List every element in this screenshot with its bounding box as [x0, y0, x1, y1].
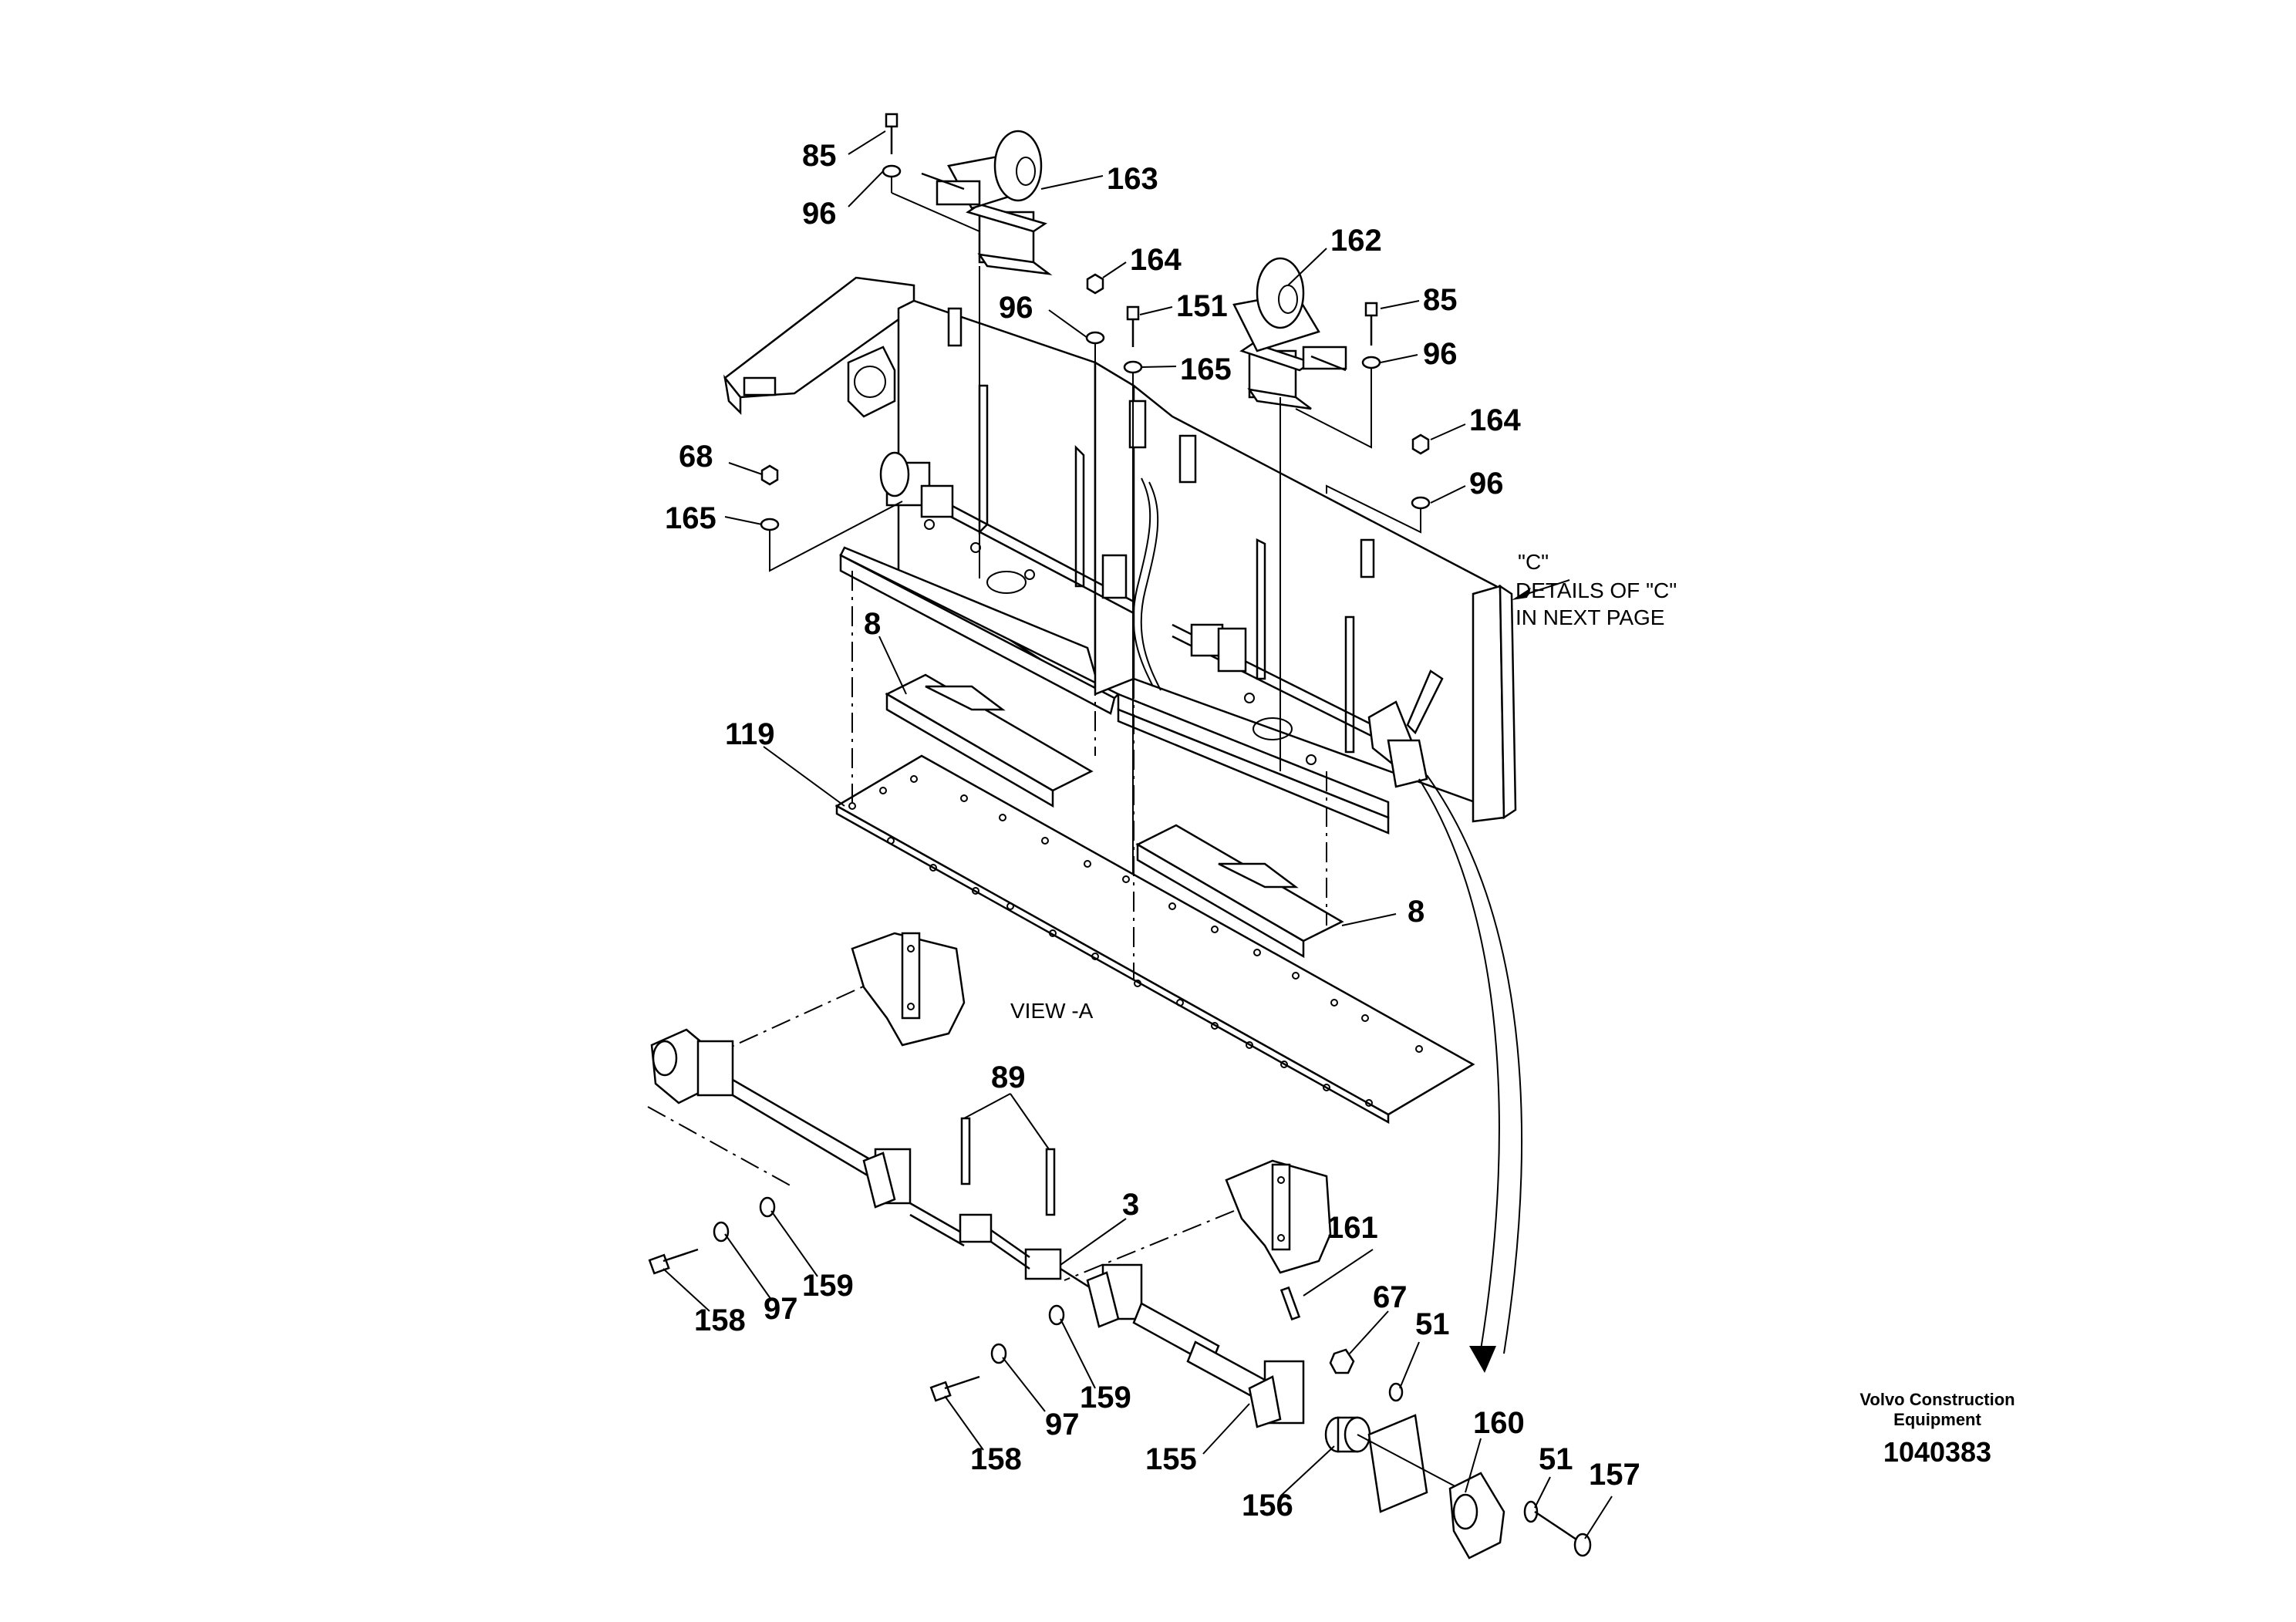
view-a-detail-bottom: [1225, 1159, 1332, 1274]
title-block: Volvo Construction Equipment 1040383: [1859, 1390, 2014, 1468]
actuator-163: [921, 130, 1053, 275]
alignment-lines: [647, 571, 1523, 1373]
callout-labels: 85 96 163 162 164 96 151 165 85 96 164 9…: [665, 139, 1640, 1523]
actuator-162: [1232, 257, 1347, 410]
callout-85: 85: [1423, 283, 1458, 317]
callout-51: 51: [1415, 1307, 1450, 1341]
callout-67: 67: [1373, 1280, 1408, 1314]
channel-8-upper: [885, 673, 1094, 808]
note-line-2: DETAILS OF "C": [1515, 578, 1677, 602]
main-frame-assembly: [723, 276, 1517, 835]
callout-164: 164: [1130, 243, 1182, 277]
view-a-label: VIEW -A: [1010, 999, 1094, 1023]
callout-165: 165: [1180, 352, 1232, 386]
view-a-detail-top: [851, 932, 966, 1047]
brand-line-2: Equipment: [1893, 1410, 1981, 1429]
note-arrow-head: [1512, 588, 1531, 600]
callout-160: 160: [1473, 1406, 1525, 1440]
callout-96: 96: [802, 197, 837, 231]
callout-165: 165: [665, 501, 716, 535]
callout-163: 163: [1107, 162, 1158, 196]
lower-shaft-assembly: [650, 1028, 1592, 1560]
callout-156: 156: [1242, 1489, 1293, 1523]
callout-68: 68: [679, 440, 713, 474]
brand-line-1: Volvo Construction: [1859, 1390, 2014, 1409]
note-line-1: "C": [1518, 550, 1549, 574]
callout-97: 97: [1045, 1408, 1080, 1442]
drawing-number: 1040383: [1883, 1436, 1991, 1468]
detail-c-note: "C" DETAILS OF "C" IN NEXT PAGE: [1515, 550, 1677, 629]
callout-155: 155: [1145, 1442, 1197, 1476]
callout-162: 162: [1330, 224, 1382, 258]
callout-158: 158: [970, 1442, 1022, 1476]
callout-161: 161: [1327, 1211, 1378, 1245]
callout-85: 85: [802, 139, 837, 173]
channel-8-lower: [1135, 824, 1344, 959]
callout-157: 157: [1589, 1458, 1640, 1492]
callout-89: 89: [991, 1061, 1026, 1094]
callout-151: 151: [1176, 289, 1228, 323]
callout-159: 159: [1080, 1381, 1131, 1415]
callout-159: 159: [802, 1269, 854, 1303]
callout-3: 3: [1122, 1188, 1139, 1222]
callout-97: 97: [764, 1292, 798, 1326]
callout-8: 8: [864, 607, 881, 641]
callout-96: 96: [999, 291, 1033, 325]
callout-51: 51: [1539, 1442, 1573, 1476]
callout-119: 119: [725, 717, 775, 751]
callout-158: 158: [694, 1303, 746, 1337]
lower-hardware: [648, 1196, 1065, 1402]
leader-lines: [663, 130, 1613, 1539]
callout-96: 96: [1423, 337, 1458, 371]
callout-96: 96: [1469, 467, 1504, 501]
note-line-3: IN NEXT PAGE: [1515, 605, 1664, 629]
bottom-plate-119: [834, 754, 1475, 1125]
callout-8: 8: [1408, 895, 1424, 929]
callout-164: 164: [1469, 403, 1521, 437]
